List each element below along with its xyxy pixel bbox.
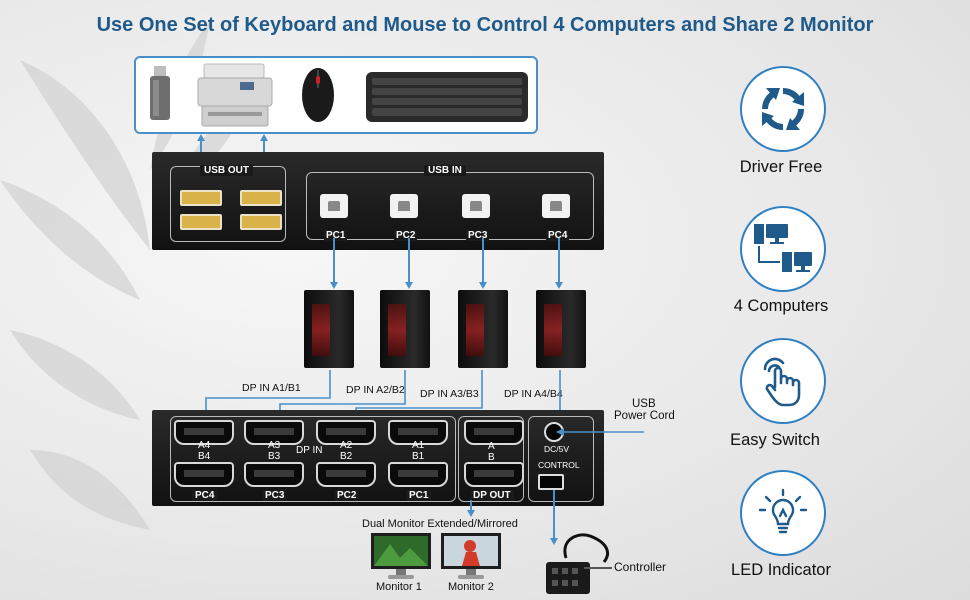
port-label-pc2: PC2 bbox=[394, 230, 418, 241]
connector-line bbox=[333, 238, 335, 282]
light-bulb-icon bbox=[758, 488, 808, 534]
usb-b-port-pc1[interactable] bbox=[320, 194, 348, 218]
usb-in-label: USB IN bbox=[424, 165, 466, 176]
dp-port-b1[interactable] bbox=[388, 462, 448, 487]
connector-line bbox=[482, 238, 484, 282]
arrow-down-icon bbox=[330, 282, 338, 289]
touch-hand-icon bbox=[763, 357, 801, 407]
connector-line bbox=[558, 238, 560, 282]
computers-network-icon bbox=[754, 224, 812, 272]
arrow-down-icon bbox=[479, 282, 487, 289]
arrow-down-icon bbox=[555, 282, 563, 289]
feature-4-computers bbox=[740, 206, 826, 292]
pc-label-pc3: PC3 bbox=[262, 490, 288, 501]
port-label-pc1: PC1 bbox=[324, 230, 348, 241]
computer-tower-icon bbox=[380, 290, 430, 368]
dp-in-center-label: DP IN bbox=[296, 445, 323, 456]
dp-label-b2: B2 bbox=[340, 451, 353, 462]
feature-label-driver-free: Driver Free bbox=[739, 158, 823, 176]
keyboard-icon bbox=[366, 72, 528, 122]
control-port[interactable] bbox=[538, 474, 564, 490]
usb-a-port[interactable] bbox=[240, 214, 282, 230]
usb-a-port[interactable] bbox=[240, 190, 282, 206]
connector-line bbox=[470, 500, 472, 512]
power-control-frame bbox=[528, 416, 594, 502]
usb-out-label: USB OUT bbox=[200, 165, 253, 176]
usb-b-port-pc4[interactable] bbox=[542, 194, 570, 218]
connector-line bbox=[553, 490, 555, 540]
dp-out-port-b[interactable] bbox=[464, 462, 524, 487]
feature-easy-switch bbox=[740, 338, 826, 424]
dp-port-a4[interactable] bbox=[174, 420, 234, 445]
kvm-bottom-panel: A4 A3 A2 A1 B4 B3 B2 B1 DP IN PC4 PC3 PC… bbox=[152, 410, 604, 506]
port-label-pc3: PC3 bbox=[466, 230, 490, 241]
computer-tower-icon bbox=[536, 290, 586, 368]
port-label-pc4: PC4 bbox=[546, 230, 570, 241]
usb-a-port[interactable] bbox=[180, 190, 222, 206]
dp-in-label-1: DP IN A1/B1 bbox=[242, 382, 301, 394]
mouse-icon bbox=[302, 68, 334, 122]
dp-port-b2[interactable] bbox=[316, 462, 376, 487]
arrow-up-icon bbox=[197, 134, 205, 141]
usb-a-port[interactable] bbox=[180, 214, 222, 230]
dp-port-b3[interactable] bbox=[244, 462, 304, 487]
usb-power-label-2: Power Cord bbox=[614, 410, 675, 422]
controller-label: Controller bbox=[614, 560, 667, 574]
feature-label-easy-switch: Easy Switch bbox=[730, 431, 820, 449]
dp-label-b1: B1 bbox=[412, 451, 425, 462]
dp-port-a1[interactable] bbox=[388, 420, 448, 445]
dp-label-b3: B3 bbox=[268, 451, 281, 462]
feature-driver-free bbox=[740, 66, 826, 152]
arrow-down-icon bbox=[405, 282, 413, 289]
monitor-icon bbox=[371, 533, 431, 579]
usb-b-port-pc2[interactable] bbox=[390, 194, 418, 218]
page-title: Use One Set of Keyboard and Mouse to Con… bbox=[96, 14, 874, 36]
dp-port-a3[interactable] bbox=[244, 420, 304, 445]
dp-label-a2: A2 bbox=[340, 440, 353, 451]
dp-label-b4: B4 bbox=[198, 451, 211, 462]
controller-pointer-line bbox=[584, 567, 612, 569]
pc-label-pc1: PC1 bbox=[406, 490, 432, 501]
monitor-icon bbox=[441, 533, 501, 579]
dp-port-a2[interactable] bbox=[316, 420, 376, 445]
dp-out-label: DP OUT bbox=[470, 490, 514, 501]
usb-power-label-1: USB bbox=[632, 398, 656, 410]
computer-tower-icon bbox=[304, 290, 354, 368]
dp-port-b4[interactable] bbox=[174, 462, 234, 487]
dp-label-a1: A1 bbox=[412, 440, 425, 451]
printer-icon bbox=[197, 63, 273, 127]
dual-monitor-label: Dual Monitor Extended/Mirrored bbox=[362, 518, 518, 530]
refresh-cycle-icon bbox=[762, 87, 804, 131]
dp-in-frame bbox=[170, 416, 456, 502]
dc-label: DC/5V bbox=[544, 444, 570, 454]
dp-in-label-3: DP IN A3/B3 bbox=[420, 388, 479, 400]
controller-device-icon bbox=[546, 533, 609, 594]
feature-label-4-computers: 4 Computers bbox=[733, 297, 829, 315]
dp-out-port-a[interactable] bbox=[464, 420, 524, 445]
feature-label-led-indicator: LED Indicator bbox=[731, 561, 831, 579]
pc-label-pc2: PC2 bbox=[334, 490, 360, 501]
arrow-up-icon bbox=[260, 134, 268, 141]
feature-led-indicator bbox=[740, 470, 826, 556]
kvm-top-panel: USB OUT USB IN PC1 PC2 PC3 PC4 bbox=[152, 152, 604, 250]
usb-drive-icon bbox=[150, 66, 170, 120]
dp-in-label-2: DP IN A2/B2 bbox=[346, 384, 405, 396]
dp-out-label-b: B bbox=[488, 452, 495, 463]
arrow-down-icon bbox=[467, 510, 475, 517]
connector-line bbox=[408, 238, 410, 282]
computer-tower-icon bbox=[458, 290, 508, 368]
dp-label-a3: A3 bbox=[268, 440, 281, 451]
dp-in-label-4: DP IN A4/B4 bbox=[504, 388, 563, 400]
control-label: CONTROL bbox=[538, 460, 580, 470]
pc-label-pc4: PC4 bbox=[192, 490, 218, 501]
usb-b-port-pc3[interactable] bbox=[462, 194, 490, 218]
dp-out-frame bbox=[458, 416, 524, 502]
usb-power-line bbox=[556, 428, 644, 436]
dp-label-a4: A4 bbox=[198, 440, 211, 451]
arrow-down-icon bbox=[550, 538, 558, 545]
dp-out-label-a: A bbox=[488, 441, 495, 452]
monitor-1-label: Monitor 1 bbox=[376, 581, 422, 593]
monitor-2-label: Monitor 2 bbox=[448, 581, 494, 593]
